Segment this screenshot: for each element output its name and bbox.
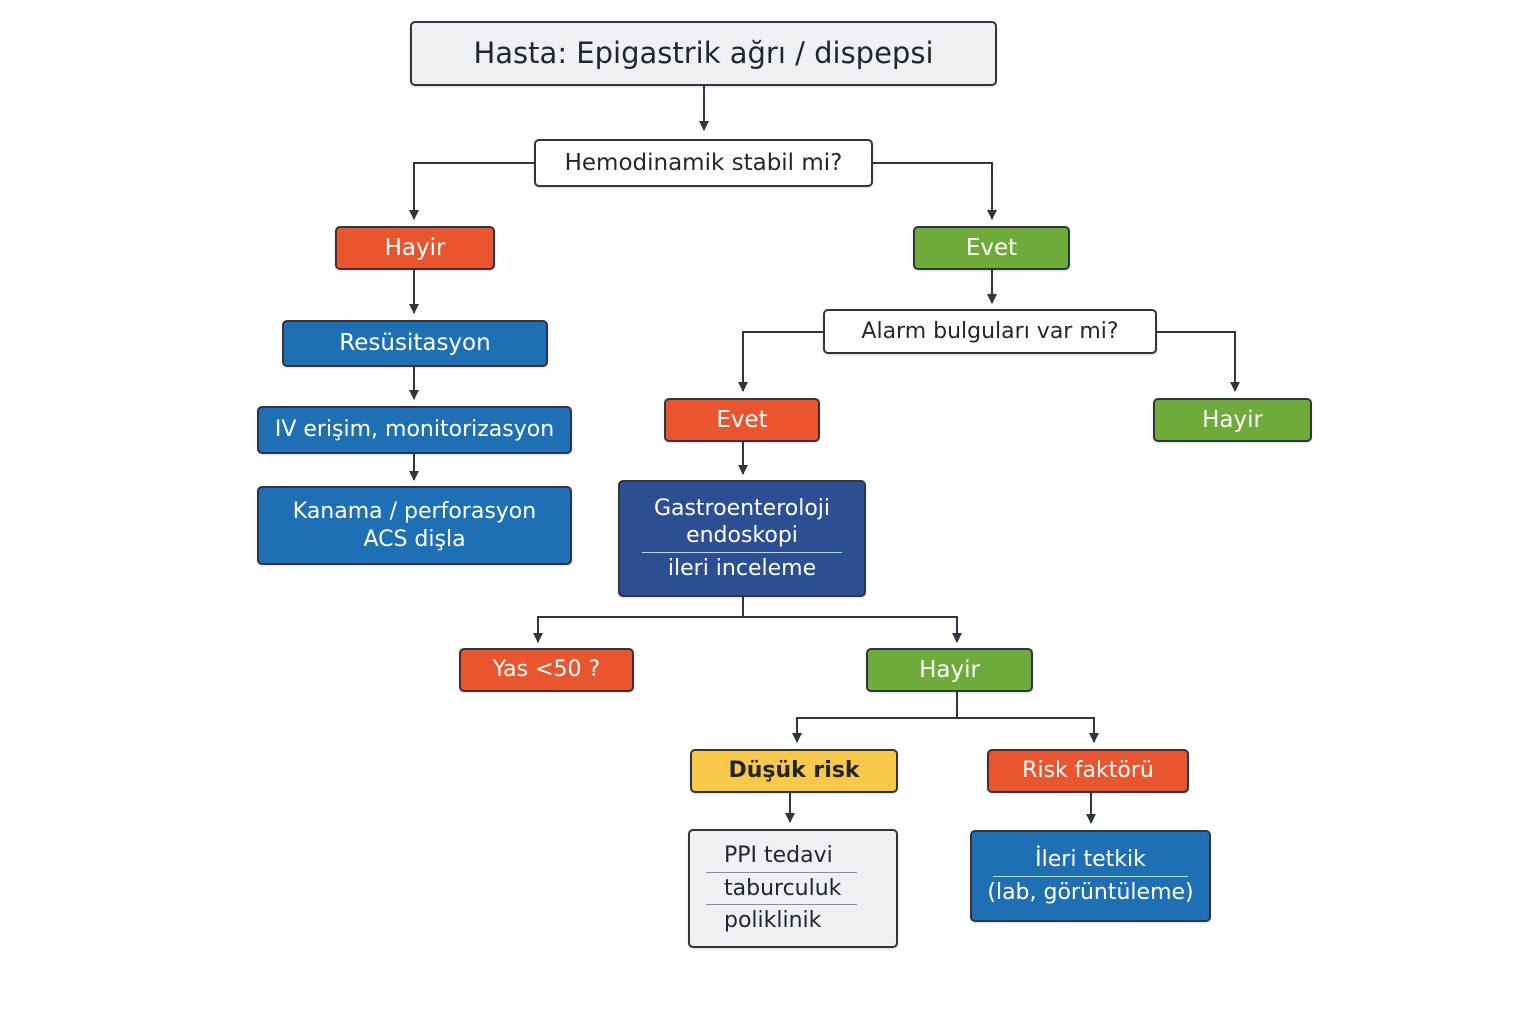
decision-hemodynamic-label: Hemodinamik stabil mi? [564, 149, 843, 176]
start-node: Hasta: Epigastrik ağrı / dispepsi [410, 21, 997, 86]
gastro-line2: endoskopi [686, 523, 798, 549]
arrow-q2-to-alarm-yes [738, 331, 823, 392]
iv-access-node: IV erişim, monitorizasyon [257, 406, 572, 454]
arrow-age-no-to-low-risk [792, 692, 958, 743]
start-node-label: Hasta: Epigastrik ağrı / dispepsi [473, 36, 934, 71]
decision-hemodynamic-stable: Hemodinamik stabil mi? [534, 139, 873, 187]
branch-alarm-no: Hayir [1153, 398, 1312, 442]
decision-alarm-label: Alarm bulguları var mi? [861, 318, 1119, 344]
further-workup-divider [993, 875, 1188, 877]
arrow-gastro-to-age [533, 597, 744, 643]
low-risk-label: Düşük risk [728, 758, 860, 784]
action-discharge: taburculuk [724, 875, 842, 901]
decision-age-under-50: Yas <50 ? [459, 648, 634, 692]
gastro-line3: ileri inceleme [667, 555, 817, 581]
gastro-line1: Gastroenteroloji [653, 495, 831, 521]
branch-alarm-no-label: Hayir [1202, 406, 1263, 433]
branch-unstable-no: Hayir [335, 226, 495, 270]
arrow-age-no-to-risk-factor [957, 717, 1099, 743]
exclude-bleeding-node: Kanama / perforasyon ACS dişla [257, 486, 572, 565]
further-workup-line1: İleri tetkik [1035, 847, 1146, 872]
gastroenterology-node: Gastroenteroloji endoskopi ileri incelem… [618, 480, 866, 597]
decision-alarm-findings: Alarm bulguları var mi? [823, 309, 1157, 354]
branch-alarm-yes: Evet [664, 398, 820, 442]
exclude-bleeding-line1: Kanama / perforasyon [292, 499, 537, 524]
branch-age-no: Hayir [866, 648, 1033, 692]
actions-divider-2 [706, 904, 858, 906]
low-risk-actions-node: PPI tedavi taburculuk poliklinik [688, 829, 898, 948]
further-workup-line2: (lab, görüntüleme) [987, 879, 1194, 905]
arrow-q1-to-hayir [409, 162, 534, 220]
risk-factor-node: Risk faktörü [987, 749, 1189, 793]
branch-stable-label: Evet [965, 234, 1018, 261]
exclude-bleeding-line2: ACS dişla [363, 526, 466, 552]
resuscitation-node: Resüsitasyon [282, 320, 548, 367]
further-workup-node: İleri tetkik (lab, görüntüleme) [970, 830, 1211, 922]
decision-age-label: Yas <50 ? [492, 657, 601, 683]
branch-age-no-label: Hayir [919, 656, 980, 683]
gastro-divider [641, 551, 843, 553]
action-outpatient: poliklinik [724, 908, 822, 934]
iv-access-label: IV erişim, monitorizasyon [274, 417, 555, 443]
arrow-q1-to-evet [873, 162, 997, 220]
low-risk-node: Düşük risk [690, 749, 898, 793]
branch-stable-yes: Evet [913, 226, 1070, 270]
branch-unstable-label: Hayir [384, 234, 446, 261]
arrow-gastro-to-age-no [743, 616, 962, 643]
action-ppi-therapy: PPI tedavi [724, 843, 833, 869]
actions-divider-1 [706, 871, 858, 873]
branch-alarm-yes-label: Evet [716, 406, 768, 433]
resuscitation-label: Resüsitasyon [339, 330, 491, 357]
arrow-q2-to-alarm-no [1157, 331, 1240, 392]
risk-factor-label: Risk faktörü [1022, 758, 1154, 784]
